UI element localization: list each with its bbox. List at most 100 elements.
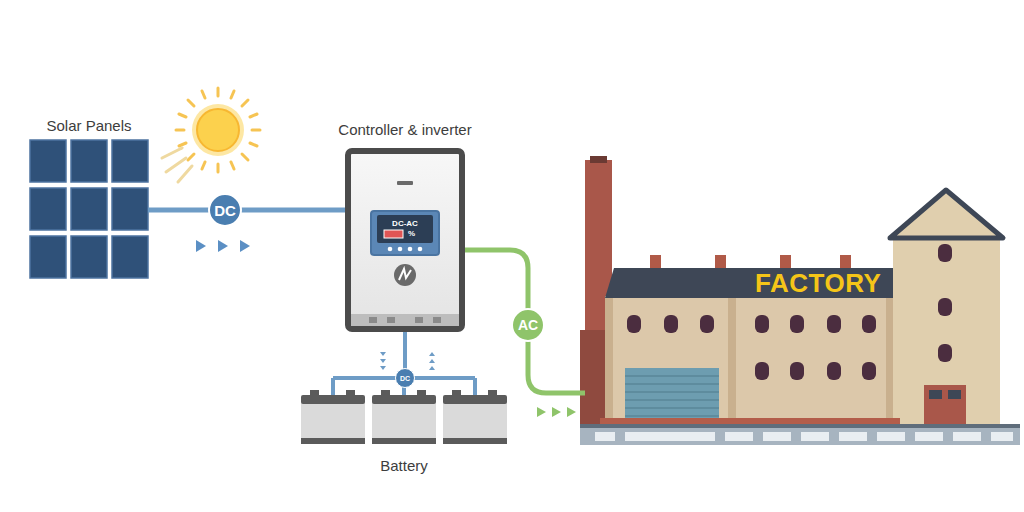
solar-panel-array: Solar Panels: [30, 140, 148, 278]
sun-icon: [179, 143, 186, 146]
factory-building: [827, 362, 841, 380]
power-wire: [333, 332, 475, 395]
wire-badge: DC: [208, 193, 242, 227]
screen-buttons: [388, 247, 423, 252]
wire-badge: DC: [395, 368, 415, 388]
factory-building: [839, 432, 867, 441]
battery-units: [372, 402, 436, 442]
sun-icon: [250, 143, 257, 146]
factory-building: [755, 362, 769, 380]
logo-mark: [399, 269, 411, 280]
vent-strip: [351, 314, 459, 326]
solar-panel-grid: [30, 140, 66, 182]
factory-building: [893, 236, 1000, 436]
flow-arrows: [196, 240, 250, 252]
flow-arrows: [196, 240, 206, 252]
factory-building: [938, 298, 952, 316]
factory-building: [595, 432, 615, 441]
battery-units: [301, 395, 507, 444]
flow-arrows: [537, 407, 576, 417]
sun-icon: [242, 100, 248, 106]
solar-panel-grid: [71, 188, 107, 230]
sun-icon: [166, 158, 186, 172]
factory-building: [700, 315, 714, 333]
factory-building: [715, 255, 726, 269]
factory-building: [840, 255, 851, 269]
screen-detail: [372, 212, 438, 254]
sun-icon: [242, 154, 248, 160]
factory-building: [877, 432, 905, 441]
factory-building: [728, 298, 736, 436]
factory: FACTORY: [585, 190, 1000, 440]
display-panel: [377, 215, 433, 243]
sun-icon: [202, 162, 205, 169]
current-type-label: DC: [214, 202, 236, 219]
current-type-label: DC: [400, 375, 410, 382]
sun-icon: [162, 148, 192, 182]
screen-text: %: [408, 229, 415, 238]
solar-panel-grid: [71, 140, 107, 182]
factory-building: [938, 244, 952, 262]
battery-units: [372, 395, 436, 404]
power-wire: [148, 208, 345, 213]
screen-text: DC-AC: [392, 219, 418, 228]
factory-building: [625, 415, 719, 417]
sun-icon: [192, 104, 244, 156]
factory-building: [780, 255, 791, 269]
sun-icon: [217, 88, 220, 96]
factory-building: [625, 383, 719, 385]
solar-panel-grid: [112, 140, 148, 182]
factory-building: [801, 432, 829, 441]
factory-building: [605, 298, 613, 436]
factory-building: [605, 298, 894, 436]
battery-units: [372, 438, 436, 444]
factory-building: [827, 315, 841, 333]
factory-building: [725, 432, 753, 441]
factory-building: [650, 255, 661, 269]
battery-gauge: [384, 230, 403, 238]
factory-building: [991, 432, 1013, 441]
charge-arrows: [429, 359, 435, 363]
factory-building: [790, 362, 804, 380]
charge-arrows: [380, 359, 386, 363]
solar-panel-grid: [112, 236, 148, 278]
factory-building: [862, 362, 876, 380]
flow-arrows: [552, 407, 561, 417]
factory-building: [890, 190, 1003, 238]
factory-building: [664, 315, 678, 333]
factory-building: [938, 244, 952, 362]
factory-building: [948, 390, 961, 399]
factory-building: [938, 344, 952, 362]
charge-arrows: [429, 352, 435, 356]
power-wire: [465, 250, 585, 393]
sun-icon: [197, 109, 239, 151]
battery-units: [301, 390, 507, 444]
sun-icon: [179, 114, 186, 117]
sun-icon: [162, 88, 260, 182]
factory-building: [790, 315, 804, 333]
sun-icon: [176, 129, 184, 132]
factory-building: [625, 391, 719, 393]
battery-units: [301, 395, 365, 404]
factory-building: [924, 385, 966, 427]
sun-icon: [250, 114, 257, 117]
sun-icon: [217, 164, 220, 172]
wire-badge: AC: [511, 308, 545, 342]
node-heading: Solar Panels: [46, 117, 131, 134]
factory-building: [929, 390, 942, 399]
battery-units: [443, 438, 507, 444]
factory-building: [580, 156, 1020, 445]
solar-panel-grid: [30, 188, 66, 230]
factory-building: [625, 375, 719, 377]
factory-building: [886, 298, 894, 436]
sun-icon: [252, 129, 260, 132]
sun-icon: [202, 91, 205, 98]
building-sign: FACTORY: [755, 269, 881, 299]
factory-building: [627, 315, 641, 333]
factory-building: [625, 376, 719, 416]
factory-building: [590, 156, 607, 163]
charge-arrows: [380, 352, 435, 370]
